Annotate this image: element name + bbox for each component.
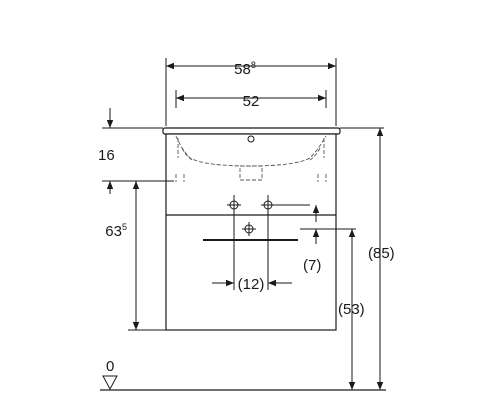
label-inner-width: 52 bbox=[243, 93, 260, 110]
label-basin-depth: 16 bbox=[98, 147, 115, 164]
hidden-basin-outline bbox=[175, 135, 327, 182]
label-drawer-height: (53) bbox=[338, 301, 365, 318]
label-overall-height: (85) bbox=[368, 245, 395, 262]
label-drain-offset: (7) bbox=[303, 257, 321, 274]
floor-level-marker-icon bbox=[102, 375, 118, 391]
cabinet-body bbox=[165, 133, 337, 331]
basin-top bbox=[162, 127, 341, 135]
vanity-unit bbox=[162, 127, 341, 331]
label-floor-level: 0 bbox=[106, 358, 114, 375]
drain-connections bbox=[227, 195, 310, 290]
label-drain-spacing: (12) bbox=[238, 276, 265, 293]
tap-hole bbox=[247, 135, 255, 143]
label-height-to-basin: 635 bbox=[105, 222, 127, 240]
label-total-width: 588 bbox=[234, 60, 256, 78]
